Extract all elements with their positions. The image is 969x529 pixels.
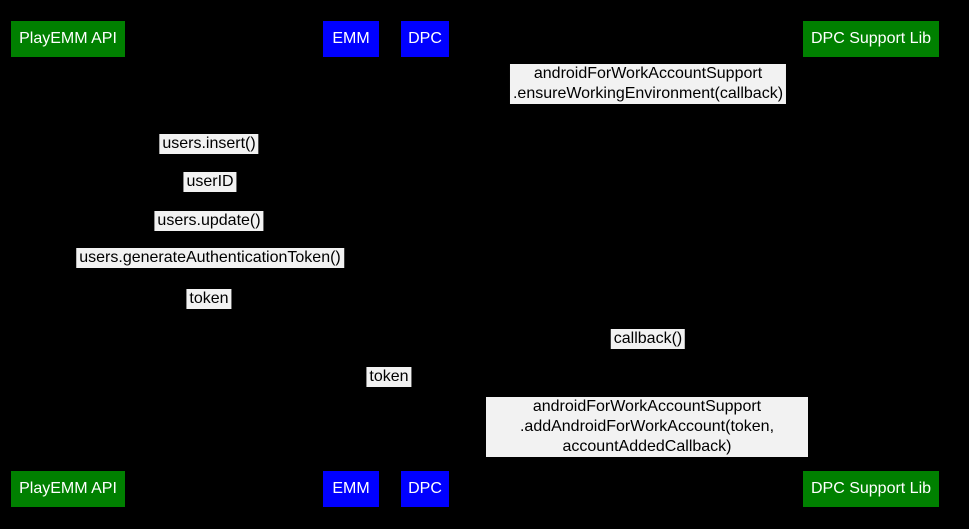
participant-emm-bottom: EMM <box>323 471 379 507</box>
participant-dpc-bottom: DPC <box>401 471 449 507</box>
participant-dpc-support-lib-top: DPC Support Lib <box>803 21 939 57</box>
message-ensure-working-environment: androidForWorkAccountSupport .ensureWork… <box>509 64 787 104</box>
participant-emm-top: EMM <box>323 21 379 57</box>
message-userid: userID <box>183 172 237 192</box>
message-callback: callback() <box>610 329 686 349</box>
message-users-update: users.update() <box>154 211 264 231</box>
message-token-forward: token <box>366 367 412 387</box>
participant-playemm-api-bottom: PlayEMM API <box>11 471 125 507</box>
participant-dpc-support-lib-bottom: DPC Support Lib <box>803 471 939 507</box>
message-users-insert: users.insert() <box>159 134 259 154</box>
participant-playemm-api-top: PlayEMM API <box>11 21 125 57</box>
message-add-android-for-work-account: androidForWorkAccountSupport .addAndroid… <box>486 397 808 457</box>
participant-dpc-top: DPC <box>401 21 449 57</box>
message-token-return: token <box>186 289 232 309</box>
message-generate-authentication-token: users.generateAuthenticationToken() <box>76 248 344 268</box>
